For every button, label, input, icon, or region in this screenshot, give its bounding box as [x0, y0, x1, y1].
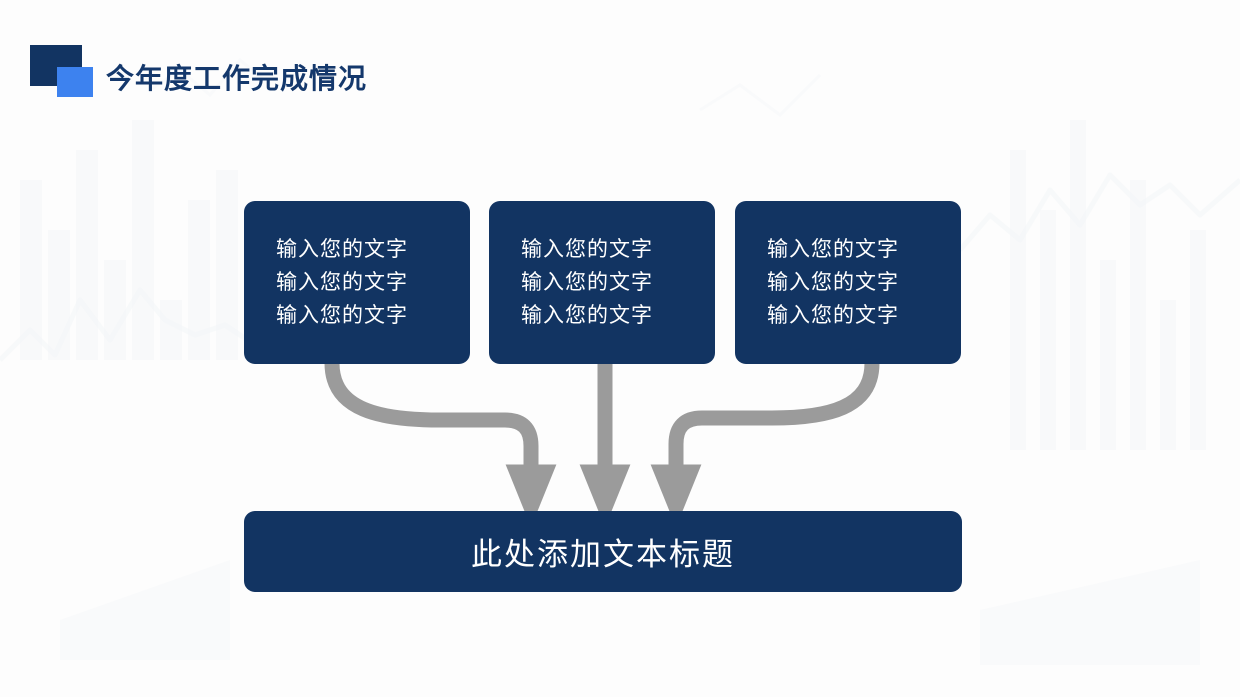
connector-left-arrow [324, 362, 557, 528]
slide-title-block: 今年度工作完成情况 [0, 0, 520, 130]
title-marker-light-square [57, 67, 93, 97]
content-box-3[interactable]: 输入您的文字 输入您的文字 输入您的文字 [735, 201, 961, 364]
summary-bar[interactable]: 此处添加文本标题 [244, 511, 962, 592]
content-box-3-line-1: 输入您的文字 [767, 238, 899, 261]
connector-right-arrow [650, 362, 880, 528]
content-box-1[interactable]: 输入您的文字 输入您的文字 输入您的文字 [244, 201, 470, 364]
page-title: 今年度工作完成情况 [106, 63, 368, 94]
content-box-2-line-1: 输入您的文字 [521, 238, 653, 261]
summary-bar-label: 此处添加文本标题 [471, 537, 735, 572]
content-box-1-lines: 输入您的文字 输入您的文字 输入您的文字 [244, 233, 470, 332]
content-box-2-line-2: 输入您的文字 [521, 271, 653, 294]
content-box-2-line-3: 输入您的文字 [521, 304, 653, 327]
content-box-1-line-2: 输入您的文字 [276, 271, 408, 294]
content-box-3-line-3: 输入您的文字 [767, 304, 899, 327]
content-box-1-line-3: 输入您的文字 [276, 304, 408, 327]
content-box-1-line-1: 输入您的文字 [276, 238, 408, 261]
content-box-2-lines: 输入您的文字 输入您的文字 输入您的文字 [489, 233, 715, 332]
content-box-3-lines: 输入您的文字 输入您的文字 输入您的文字 [735, 233, 961, 332]
content-box-2[interactable]: 输入您的文字 输入您的文字 输入您的文字 [489, 201, 715, 364]
content-box-3-line-2: 输入您的文字 [767, 271, 899, 294]
